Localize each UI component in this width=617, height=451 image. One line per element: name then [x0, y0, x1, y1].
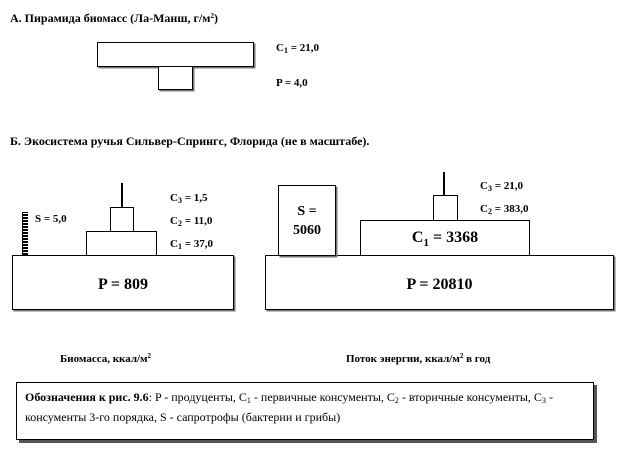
- biomass-c3-label: C3 = 1,5: [170, 192, 208, 205]
- biomass-s-label: S = 5,0: [35, 213, 67, 225]
- biomass-c2-label: C2 = 11,0: [170, 215, 213, 228]
- section-a-title: А. Пирамида биомасс (Ла-Манш, г/м2): [10, 11, 218, 25]
- energy-c3-stem: [443, 172, 445, 196]
- biomass-s-hatch: [22, 212, 28, 255]
- biomass-c2-block: [110, 207, 134, 232]
- energy-c3-label: C3 = 21,0: [480, 180, 523, 193]
- pyramid-a-c1-block: [97, 42, 254, 67]
- energy-c1-block: [360, 220, 530, 256]
- biomass-caption: Биомасса, ккал/м2: [60, 352, 152, 365]
- biomass-c3-stem: [121, 183, 123, 208]
- energy-s-line1: S =: [297, 204, 317, 219]
- energy-c2-block: [433, 195, 458, 221]
- energy-s-line2: 5060: [293, 223, 321, 238]
- energy-p-label: P = 20810: [406, 276, 473, 293]
- pyramid-a-p-block: [158, 66, 193, 90]
- energy-p-block: [265, 255, 614, 310]
- biomass-p-label: P = 809: [97, 276, 148, 293]
- section-b-title: Б. Экосистема ручья Сильвер-Спрингс, Фло…: [10, 134, 370, 148]
- energy-caption: Поток энергии, ккал/м2 в год: [346, 352, 491, 365]
- biomass-c1-label: C1 = 37,0: [170, 238, 213, 251]
- energy-s-block: [278, 185, 336, 256]
- energy-c2-label: C2 = 383,0: [480, 203, 529, 216]
- legend-box: Обозначения к рис. 9.6: P - продуценты, …: [16, 382, 594, 440]
- pyramid-a-p-label: P = 4,0: [276, 77, 308, 89]
- pyramid-a-c1-label: C1 = 21,0: [276, 42, 319, 55]
- biomass-c1-block: [86, 231, 157, 256]
- energy-c1-label: C1 = 3368: [411, 229, 479, 250]
